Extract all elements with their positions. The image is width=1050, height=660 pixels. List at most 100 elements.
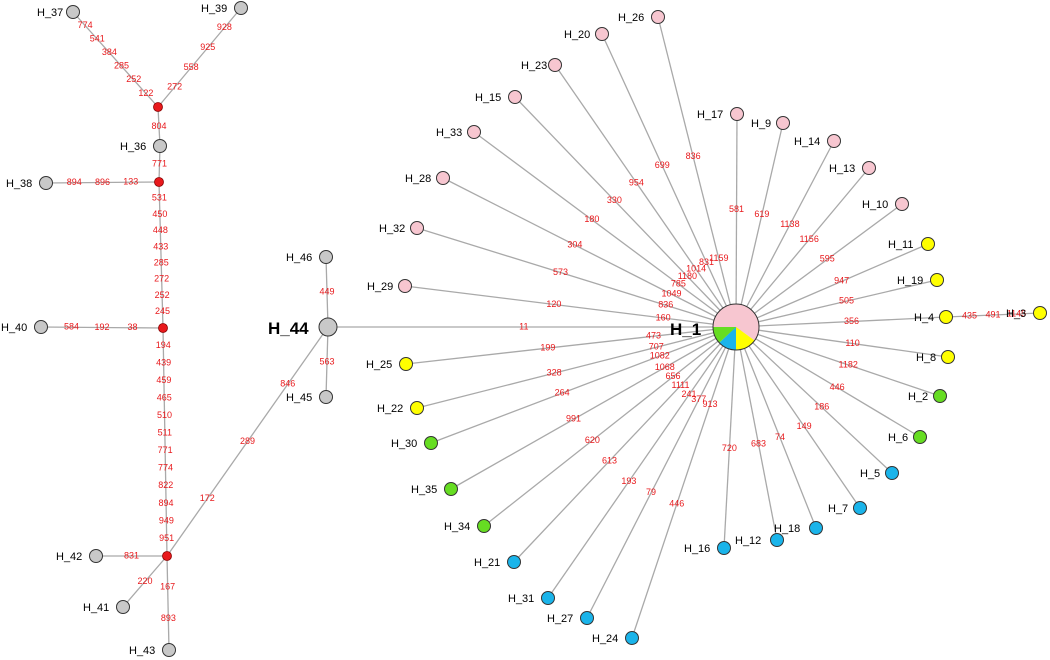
edge-H_1-H_34 <box>483 326 737 527</box>
mutation-label: 1180 <box>678 271 697 281</box>
mutation-label: 822 <box>158 480 173 490</box>
edge-H_1-H_31 <box>547 326 737 599</box>
node-H_9[interactable] <box>776 116 790 130</box>
mutation-label: 804 <box>151 121 166 131</box>
pie-slice-blue <box>719 327 736 350</box>
node-H_13[interactable] <box>862 161 876 175</box>
mutation-label: 1145 <box>1007 308 1026 318</box>
label-H_43: H_43 <box>129 645 155 657</box>
node-H_23[interactable] <box>548 58 562 72</box>
edge-mv3-mv4 <box>162 327 168 557</box>
node-H_14[interactable] <box>827 134 841 148</box>
edge-H_4-H_3 <box>945 312 1041 318</box>
node-H_6[interactable] <box>913 430 927 444</box>
node-H_44[interactable] <box>318 317 338 337</box>
node-H_33[interactable] <box>467 125 481 139</box>
node-H_28[interactable] <box>436 171 450 185</box>
node-H_34[interactable] <box>477 519 491 533</box>
mutation-label: 1159 <box>709 253 728 263</box>
mutation-label: 1082 <box>650 350 670 360</box>
node-H_24[interactable] <box>625 631 639 645</box>
mutation-label: 133 <box>123 177 138 187</box>
label-H_5: H_5 <box>860 468 880 480</box>
node-H_31[interactable] <box>541 591 555 605</box>
node-H_38[interactable] <box>39 176 53 190</box>
mutation-label: 595 <box>820 254 835 264</box>
node-H_7[interactable] <box>853 501 867 515</box>
node-H_1-outline <box>712 303 760 351</box>
label-H_38: H_38 <box>6 178 32 190</box>
node-H_16[interactable] <box>717 541 731 555</box>
node-H_29[interactable] <box>398 279 412 293</box>
node-H_45[interactable] <box>319 390 333 404</box>
node-H_36[interactable] <box>153 139 167 153</box>
node-H_41[interactable] <box>116 600 130 614</box>
edge-mv4-mv5 <box>166 326 329 557</box>
edge-H_1-H_18 <box>735 326 817 529</box>
node-H_35[interactable] <box>444 482 458 496</box>
node-H_2[interactable] <box>933 389 947 403</box>
label-H_18: H_18 <box>774 523 800 535</box>
node-H_37[interactable] <box>66 5 80 19</box>
node-H_5[interactable] <box>885 466 899 480</box>
label-H_31: H_31 <box>508 593 534 605</box>
label-H_34: H_34 <box>444 521 470 533</box>
mutation-label: 1049 <box>662 289 682 299</box>
mutation-label: 1068 <box>655 362 675 372</box>
label-H_25: H_25 <box>366 359 392 371</box>
mutation-label: 896 <box>95 177 110 187</box>
mutation-label: 304 <box>567 239 582 249</box>
edge-H_1-H_29 <box>404 285 737 328</box>
node-H_30[interactable] <box>424 436 438 450</box>
node-H_25[interactable] <box>399 357 413 371</box>
node-H_27[interactable] <box>580 611 594 625</box>
node-H_19[interactable] <box>930 273 944 287</box>
node-H_20[interactable] <box>595 27 609 41</box>
mutation-label: 384 <box>102 47 117 57</box>
edge-H_37-mv1 <box>72 11 159 108</box>
node-H_39[interactable] <box>234 1 248 15</box>
node-H_1-pie[interactable] <box>712 303 760 351</box>
mutation-label: 894 <box>159 498 174 508</box>
node-H_11[interactable] <box>921 237 935 251</box>
node-H_40[interactable] <box>34 320 48 334</box>
edge-H_1-H_28 <box>442 177 737 328</box>
edge-H_1-H_22 <box>416 326 737 409</box>
label-H_13: H_13 <box>829 163 855 175</box>
node-H_18[interactable] <box>809 521 823 535</box>
node-H_4[interactable] <box>939 310 953 324</box>
edge-mv4-H_41 <box>122 555 168 608</box>
median-vector-node <box>154 177 164 187</box>
mutation-label: 836 <box>658 300 673 310</box>
node-H_43[interactable] <box>162 643 176 657</box>
edge-H_1-H_12 <box>735 326 778 541</box>
node-H_26[interactable] <box>651 10 665 24</box>
mutation-label: 192 <box>94 322 109 332</box>
edge-H_1-H_24 <box>631 326 737 639</box>
node-H_15[interactable] <box>508 90 522 104</box>
label-H_32: H_32 <box>379 223 405 235</box>
label-H_9: H_9 <box>751 118 771 130</box>
median-vector-node <box>153 102 163 112</box>
node-H_3[interactable] <box>1033 306 1047 320</box>
mutation-label: 433 <box>153 241 168 251</box>
mutation-label: 264 <box>555 387 570 397</box>
node-H_17[interactable] <box>730 107 744 121</box>
mutation-label: 531 <box>152 193 167 203</box>
label-H_24: H_24 <box>592 633 618 645</box>
node-H_10[interactable] <box>895 197 909 211</box>
edge-H_38-mv2 <box>45 181 160 184</box>
node-H_21[interactable] <box>507 555 521 569</box>
mutation-label: 74 <box>775 432 785 442</box>
node-H_42[interactable] <box>89 549 103 563</box>
node-H_12[interactable] <box>770 533 784 547</box>
node-H_32[interactable] <box>410 221 424 235</box>
node-H_46[interactable] <box>319 250 333 264</box>
edge-H_1-H_35 <box>450 326 737 490</box>
mutation-label: 619 <box>754 209 769 219</box>
mutation-label: 465 <box>157 393 172 403</box>
node-H_22[interactable] <box>410 401 424 415</box>
edge-H_44-H_45 <box>325 326 329 398</box>
node-H_8[interactable] <box>941 350 955 364</box>
